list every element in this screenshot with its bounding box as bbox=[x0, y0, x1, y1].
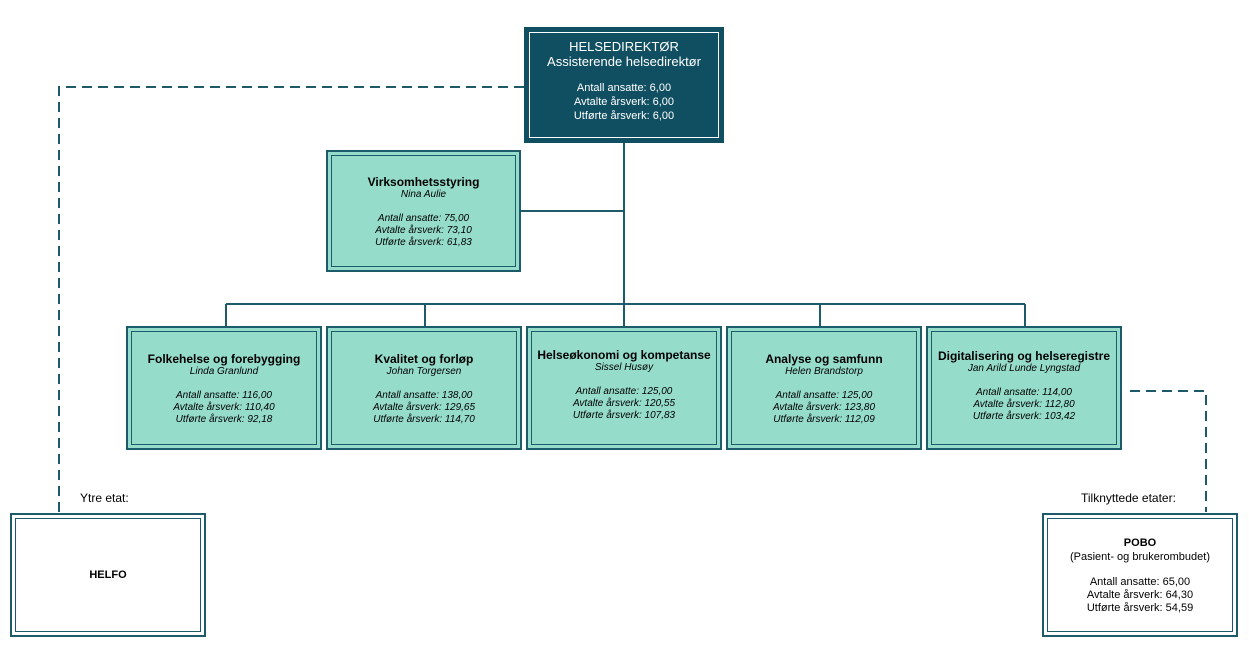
division-title: Kvalitet og forløp bbox=[374, 352, 474, 366]
division-box: Folkehelse og forebygging Linda Granlund… bbox=[126, 326, 322, 450]
division-performed-fte: Utførte årsverk: 103,42 bbox=[972, 411, 1076, 422]
staff-unit-box: Virksomhetsstyring Nina Aulie Antall ans… bbox=[326, 150, 521, 272]
division-box: Digitalisering og helseregistre Jan Aril… bbox=[926, 326, 1122, 450]
division-employees: Antall ansatte: 125,00 bbox=[775, 390, 873, 401]
division-agreed-fte: Avtalte årsverk: 123,80 bbox=[772, 402, 876, 413]
division-leader: Johan Torgersen bbox=[386, 366, 462, 377]
division-agreed-fte: Avtalte årsverk: 110,40 bbox=[173, 402, 275, 413]
outer-agency-label: Ytre etat: bbox=[80, 491, 129, 505]
director-employees: Antall ansatte: 6,00 bbox=[576, 82, 672, 94]
division-performed-fte: Utførte årsverk: 92,18 bbox=[175, 414, 273, 425]
director-performed-fte: Utførte årsverk: 6,00 bbox=[573, 110, 675, 122]
director-title: HELSEDIREKTØR bbox=[569, 39, 679, 54]
staff-unit-employees: Antall ansatte: 75,00 bbox=[377, 213, 470, 224]
staff-unit-leader: Nina Aulie bbox=[400, 189, 447, 200]
pobo-box: POBO (Pasient- og brukerombudet) Antall … bbox=[1042, 513, 1238, 637]
staff-unit-title: Virksomhetsstyring bbox=[367, 175, 480, 189]
division-performed-fte: Utførte årsverk: 107,83 bbox=[572, 410, 676, 421]
division-employees: Antall ansatte: 138,00 bbox=[375, 390, 473, 401]
pobo-title: POBO bbox=[1123, 537, 1157, 549]
division-leader: Helen Brandstorp bbox=[785, 366, 863, 377]
director-agreed-fte: Avtalte årsverk: 6,00 bbox=[573, 96, 675, 108]
pobo-employees: Antall ansatte: 65,00 bbox=[1089, 576, 1191, 588]
division-leader: Jan Arild Lunde Lyngstad bbox=[967, 363, 1081, 374]
pobo-agreed-fte: Avtalte årsverk: 64,30 bbox=[1086, 589, 1194, 601]
pobo-subtitle: (Pasient- og brukerombudet) bbox=[1069, 551, 1210, 563]
division-agreed-fte: Avtalte årsverk: 129,65 bbox=[372, 402, 476, 413]
division-leader: Linda Granlund bbox=[189, 366, 259, 377]
pobo-performed-fte: Utførte årsverk: 54,59 bbox=[1086, 602, 1194, 614]
division-box: Kvalitet og forløp Johan Torgersen Antal… bbox=[326, 326, 522, 450]
division-leader: Sissel Husøy bbox=[594, 362, 654, 373]
division-employees: Antall ansatte: 125,00 bbox=[575, 386, 673, 397]
staff-unit-agreed-fte: Avtalte årsverk: 73,10 bbox=[375, 225, 472, 236]
division-title: Analyse og samfunn bbox=[765, 352, 883, 366]
division-title: Digitalisering og helseregistre bbox=[937, 349, 1111, 363]
division-title: Helseøkonomi og kompetanse bbox=[537, 348, 711, 362]
helfo-box: HELFO bbox=[10, 513, 206, 637]
division-box: Helseøkonomi og kompetanse Sissel Husøy … bbox=[526, 326, 722, 450]
division-employees: Antall ansatte: 114,00 bbox=[976, 387, 1072, 398]
staff-unit-performed-fte: Utførte årsverk: 61,83 bbox=[375, 237, 472, 248]
division-agreed-fte: Avtalte årsverk: 112,80 bbox=[973, 399, 1075, 410]
division-performed-fte: Utførte årsverk: 114,70 bbox=[373, 414, 475, 425]
division-performed-fte: Utførte årsverk: 112,09 bbox=[773, 414, 875, 425]
division-title: Folkehelse og forebygging bbox=[147, 352, 301, 366]
helfo-title: HELFO bbox=[89, 569, 127, 581]
director-box: HELSEDIREKTØR Assisterende helsedirektør… bbox=[524, 27, 724, 143]
division-agreed-fte: Avtalte årsverk: 120,55 bbox=[572, 398, 676, 409]
division-box: Analyse og samfunn Helen Brandstorp Anta… bbox=[726, 326, 922, 450]
director-subtitle: Assisterende helsedirektør bbox=[547, 54, 701, 69]
division-employees: Antall ansatte: 116,00 bbox=[176, 390, 272, 401]
affiliated-agencies-label: Tilknyttede etater: bbox=[1081, 491, 1176, 505]
